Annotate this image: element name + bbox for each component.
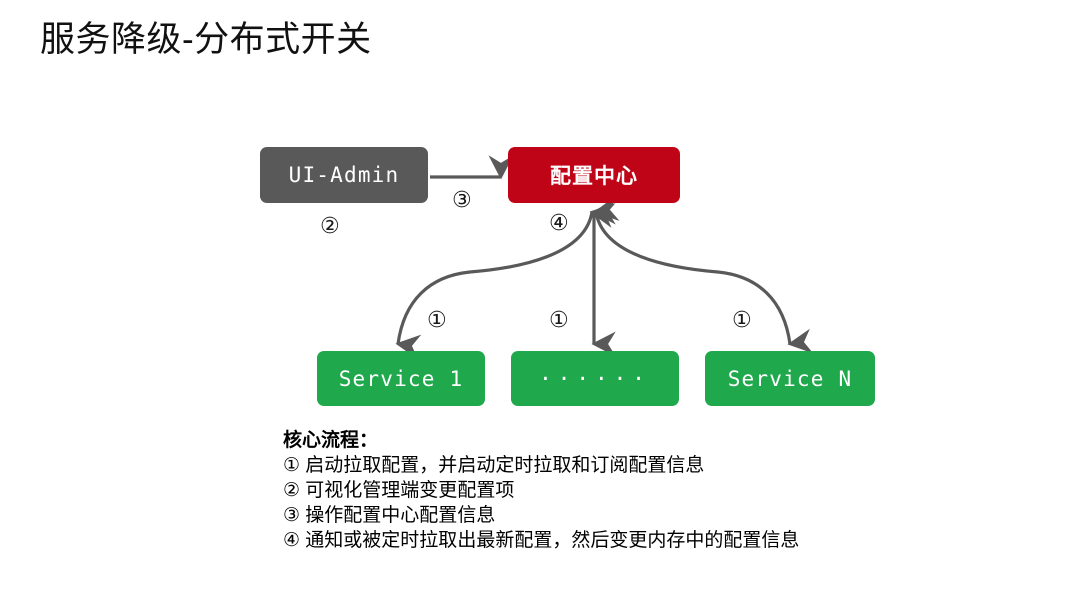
node-service-ellipsis-label: ······ [539,366,651,391]
notes-line-2: ② 可视化管理端变更配置项 [283,480,515,501]
step-marker-4: ④ [549,211,569,236]
step-marker-3: ③ [452,188,472,213]
node-config-center[interactable]: 配置中心 [508,147,680,203]
notes-line-1: ① 启动拉取配置，并启动定时拉取和订阅配置信息 [283,455,705,476]
step-marker-1-service-1: ① [427,308,447,333]
node-service-1[interactable]: Service 1 [317,351,485,406]
edge-config-service-n [593,196,814,354]
node-service-n-label: Service N [727,366,853,391]
node-ui-admin-label: UI-Admin [288,163,400,187]
step-marker-1-service-n: ① [732,308,752,333]
notes-heading: 核心流程： [283,430,379,451]
node-ui-admin[interactable]: UI-Admin [260,147,428,203]
node-service-n[interactable]: Service N [705,351,875,406]
node-config-center-label: 配置中心 [550,165,638,188]
node-service-1-label: Service 1 [338,366,464,391]
notes-line-4: ④ 通知或被定时拉取出最新配置，然后变更内存中的配置信息 [283,530,800,551]
step-marker-1-service-mid: ① [549,308,569,333]
page-title: 服务降级-分布式开关 [40,20,372,59]
node-service-ellipsis[interactable]: ······ [511,351,679,406]
notes-line-3: ③ 操作配置中心配置信息 [283,505,496,526]
step-marker-2: ② [320,214,340,239]
core-flow-notes: 核心流程： ① 启动拉取配置，并启动定时拉取和订阅配置信息 ② 可视化管理端变更… [283,428,1023,553]
